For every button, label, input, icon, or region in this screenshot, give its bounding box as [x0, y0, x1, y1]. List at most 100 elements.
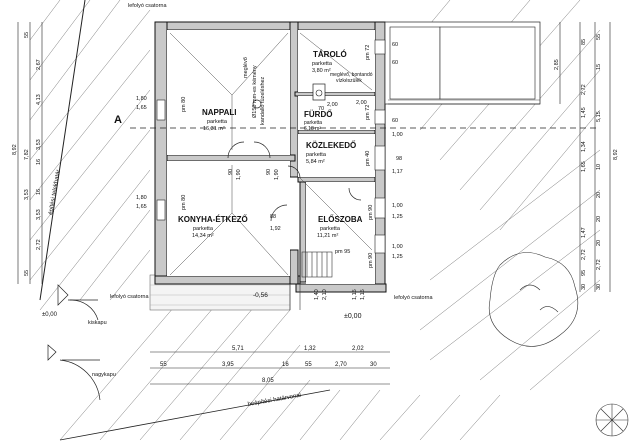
bottom-2-5: 30	[370, 362, 377, 368]
shed	[384, 21, 541, 105]
opening-r60a: 60	[392, 42, 398, 48]
opening-f3: 70	[318, 106, 324, 112]
note-heater-1: meglévő, bontandó	[330, 72, 373, 78]
right-a-1: 2,72	[581, 84, 587, 95]
kiskapu-label: kiskapu	[88, 320, 107, 326]
opening-r125a: 1,25	[392, 214, 403, 220]
left-dim-8: 55	[24, 270, 30, 276]
room-tarolo-name: TÁROLÓ	[313, 50, 347, 59]
bottom-2-1: 3,95	[222, 362, 234, 368]
bottom-2-4: 2,70	[335, 362, 347, 368]
door-front-dims: 1,40 2,10 1,15 1,15	[314, 289, 366, 300]
right-a-8: 30	[581, 284, 587, 290]
left-dim-2: 4,13	[36, 94, 42, 105]
opening-d3: 88	[270, 214, 276, 220]
opening-r125b: 1,25	[392, 254, 403, 260]
bottom-dim-lines	[150, 351, 390, 385]
room-konyha-name: KONYHA-ÉTKEZŐ	[178, 215, 248, 224]
opening-t1: pm 72	[365, 45, 371, 60]
opening-d2: 90	[266, 169, 272, 175]
note-gutter-bl: lefolyó csatorna	[110, 294, 149, 300]
opening-n1c: 1,65	[136, 105, 147, 111]
chimney-symbol	[252, 99, 262, 109]
opening-d4: pm 90	[368, 205, 374, 220]
notes: meglévő Ø150 mm-es kémény kandalló tüzel…	[110, 3, 433, 320]
left-dim-5: 16	[36, 189, 42, 195]
opening-f2: 2,00	[327, 102, 338, 108]
right-b-4: 20	[596, 192, 602, 198]
gates	[47, 284, 101, 401]
bottom-2-0: 55	[160, 362, 167, 368]
right-b-5: 20	[596, 216, 602, 222]
opening-labels: pm 80 1,80 1,65 pm 80 1,80 1,65 90 1,90 …	[136, 42, 403, 268]
roof-lines	[169, 32, 373, 276]
right-b-6: 20	[596, 240, 602, 246]
note-chimney-3: kandalló tüzeléshez	[260, 76, 266, 125]
left-total-2: 3,53	[24, 189, 30, 200]
room-nappali-area: 16,31 m²	[203, 126, 225, 132]
room-kozlekedo-floor: parketta	[306, 152, 327, 158]
water-heater-symbol	[312, 83, 326, 101]
bottom-1-2: 2,02	[352, 346, 364, 352]
opening-n1b: 1,80	[136, 96, 147, 102]
bottom-total: 8,05	[262, 378, 274, 384]
left-dim-6: 3,53	[36, 209, 42, 220]
left-dim-lines	[17, 22, 43, 284]
opening-f1: pm 72	[365, 105, 371, 120]
note-level-house: ±0,00	[344, 313, 362, 320]
opening-d3b: 1,92	[270, 226, 281, 232]
left-total-0: 8,92	[12, 144, 18, 155]
room-furdo-area: 6,18 m²	[304, 126, 321, 132]
level-yard-label: ±0,00	[42, 312, 58, 318]
door-swings	[227, 141, 362, 222]
room-konyha-area: 14,34 m²	[192, 233, 214, 239]
right-dims: 85 2,72 1,45 1,34 1,65 1,47 2,72 95 30 5…	[554, 34, 619, 290]
room-eloszoba-floor: parketta	[320, 226, 341, 232]
front-dim-2: 1,15	[352, 289, 358, 300]
furdo-floor	[298, 96, 375, 130]
right-b-7: 2,72	[596, 259, 602, 270]
room-konyha-floor: parketta	[193, 226, 214, 232]
room-furdo-floor: parketta	[304, 120, 322, 126]
right-total-1: 2,85	[554, 59, 560, 70]
front-dim-0: 1,40	[314, 289, 320, 300]
note-heater-2: vízkészülék	[336, 78, 362, 84]
right-a-5: 1,47	[581, 227, 587, 238]
left-dim-0: 55	[24, 32, 30, 38]
right-total-0: 8,92	[613, 149, 619, 160]
taroló-floor	[298, 30, 375, 92]
room-tarolo-area: 3,80 m²	[312, 68, 331, 74]
opening-r117: 1,17	[392, 169, 403, 175]
left-dim-1: 2,67	[36, 59, 42, 70]
front-dim-1: 2,10	[322, 289, 328, 300]
opening-e1: pm 90	[368, 253, 374, 268]
left-boundary-label: építési telekhatár	[48, 169, 62, 215]
nagykapu-label: nagykapu	[92, 372, 116, 378]
opening-r60b: 60	[392, 60, 398, 66]
room-labels: NAPPALI parketta 16,31 m² KONYHA-ÉTKEZŐ …	[178, 50, 363, 239]
room-kozlekedo-area: 5,84 m²	[306, 159, 325, 165]
room-eloszoba-area: 11,21 m²	[317, 233, 338, 239]
left-dim-3: 16	[36, 159, 42, 165]
bottom-1-1: 1,32	[304, 346, 316, 352]
room-nappali-name: NAPPALI	[202, 108, 237, 117]
room-furdo-name: FÜRDŐ	[304, 110, 332, 119]
bottom-2-2: 16	[282, 362, 289, 368]
eloszoba-floor	[306, 182, 375, 284]
opening-d1: 90	[228, 169, 234, 175]
room-nappali-floor: parketta	[207, 119, 228, 125]
opening-k1: pm 80	[181, 195, 187, 210]
right-a-0: 85	[581, 39, 587, 45]
entry-porch	[289, 251, 333, 310]
note-gutter-top: lefolyó csatorna	[128, 3, 167, 9]
note-level-step: -0,56	[253, 292, 268, 299]
right-dim-lines	[559, 22, 611, 292]
bottom-boundary-line	[59, 389, 331, 441]
opening-k40: pm 40	[365, 151, 371, 166]
bottom-2-3: 55	[305, 362, 312, 368]
opening-r100a: 1,00	[392, 132, 403, 138]
left-dim-7: 2,72	[36, 239, 42, 250]
right-b-8: 30	[596, 284, 602, 290]
opening-d5: pm 95	[335, 249, 350, 255]
note-chimney-1: meglévő	[243, 57, 249, 78]
